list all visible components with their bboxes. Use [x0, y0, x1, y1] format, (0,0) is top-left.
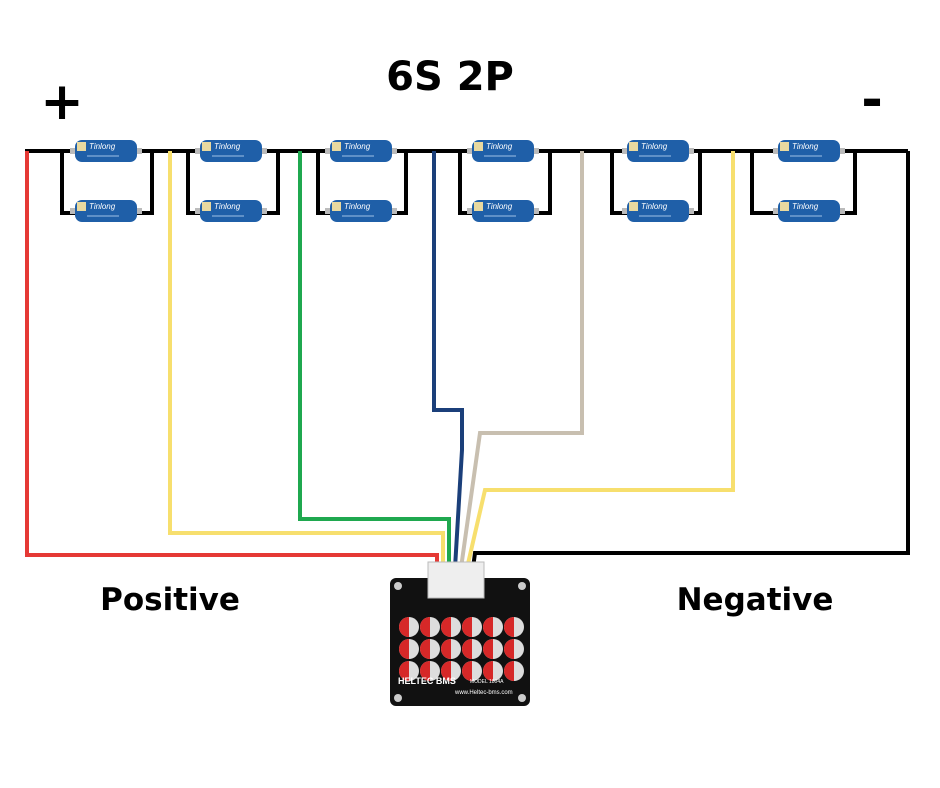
positive-terminal-symbol: + — [40, 72, 84, 132]
cell-brand-text: Tinlong — [344, 142, 371, 151]
cell-logo — [629, 142, 638, 151]
cell-logo — [77, 202, 86, 211]
mounting-hole — [394, 582, 402, 590]
capacitor-stripe — [399, 661, 409, 681]
capacitor-stripe — [399, 617, 409, 637]
yellow-balance-wire-1 — [168, 151, 445, 568]
capacitor-stripe — [462, 661, 472, 681]
black-balance-wire — [471, 151, 910, 569]
green-balance-wire — [298, 151, 451, 568]
board-model-text: MODEL 1804A — [470, 679, 504, 685]
cell-brand-text: Tinlong — [89, 202, 116, 211]
battery-cell: Tinlong — [622, 200, 694, 222]
battery-cell: Tinlong — [70, 200, 142, 222]
battery-cell: Tinlong — [773, 200, 845, 222]
battery-cell: Tinlong — [325, 140, 397, 162]
battery-cell: Tinlong — [622, 140, 694, 162]
cell-logo — [77, 142, 86, 151]
cell-brand-text: Tinlong — [641, 202, 668, 211]
mounting-hole — [394, 694, 402, 702]
cell-brand-text: Tinlong — [214, 202, 241, 211]
mounting-hole — [518, 694, 526, 702]
capacitor-stripe — [504, 639, 514, 659]
cell-logo — [332, 142, 341, 151]
diagram-title: 6S 2P — [386, 54, 514, 100]
battery-cell: Tinlong — [773, 140, 845, 162]
capacitor-stripe — [483, 617, 493, 637]
capacitor-stripe — [483, 661, 493, 681]
positive-label: Positive — [100, 582, 240, 618]
capacitor-stripe — [399, 639, 409, 659]
cell-logo — [629, 202, 638, 211]
battery-cell: Tinlong — [467, 200, 539, 222]
blue-balance-wire — [432, 151, 464, 569]
negative-terminal-symbol: - — [861, 70, 883, 130]
cell-logo — [474, 202, 483, 211]
cell-brand-text: Tinlong — [486, 142, 513, 151]
cell-logo — [474, 142, 483, 151]
cell-logo — [780, 142, 789, 151]
capacitor-stripe — [420, 661, 430, 681]
cell-brand-text: Tinlong — [486, 202, 513, 211]
cell-logo — [780, 202, 789, 211]
capacitor-stripe — [420, 617, 430, 637]
board-website-text: www.Heltec-bms.com — [454, 690, 513, 696]
yellow-balance-wire-2 — [465, 151, 735, 569]
capacitor-stripe — [420, 639, 430, 659]
capacitor-stripe — [441, 639, 451, 659]
battery-cell: Tinlong — [195, 140, 267, 162]
cell-brand-text: Tinlong — [792, 142, 819, 151]
gray-balance-wire — [459, 151, 584, 569]
capacitor-stripe — [462, 639, 472, 659]
cell-brand-text: Tinlong — [792, 202, 819, 211]
bms-board: HELTEC BMS MODEL 1804A www.Heltec-bms.com — [390, 561, 530, 706]
capacitor-stripe — [483, 639, 493, 659]
negative-label: Negative — [676, 582, 834, 618]
cell-brand-text: Tinlong — [214, 142, 241, 151]
mounting-hole — [518, 582, 526, 590]
cell-logo — [202, 142, 211, 151]
capacitor-stripe — [441, 661, 451, 681]
cell-brand-text: Tinlong — [89, 142, 116, 151]
board-brand-logo: HELTEC BMS — [398, 676, 456, 686]
capacitor-stripe — [462, 617, 472, 637]
capacitor-stripe — [504, 617, 514, 637]
cell-brand-text: Tinlong — [641, 142, 668, 151]
battery-cell: Tinlong — [70, 140, 142, 162]
capacitor-stripe — [441, 617, 451, 637]
balance-connector — [427, 561, 485, 599]
capacitor-stripe — [504, 661, 514, 681]
battery-cell: Tinlong — [325, 200, 397, 222]
cell-brand-text: Tinlong — [344, 202, 371, 211]
battery-cell: Tinlong — [467, 140, 539, 162]
cell-logo — [332, 202, 341, 211]
battery-cell: Tinlong — [195, 200, 267, 222]
cell-logo — [202, 202, 211, 211]
